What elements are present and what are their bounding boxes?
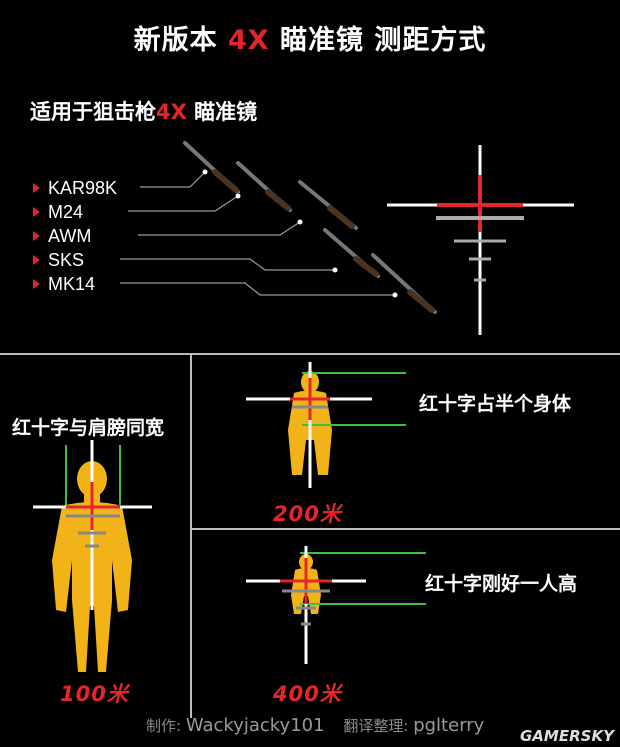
translator-label: 翻译整理:: [343, 717, 409, 735]
weapon-label: KAR98K: [48, 177, 118, 198]
weapon-label: M24: [48, 201, 84, 222]
footer-credits: 制作: Wackyjacky101 翻译整理: pglterry: [146, 715, 484, 736]
top-right-panel-caption: 红十字占半个身体: [419, 393, 572, 415]
weapon-item: SKS: [33, 248, 117, 272]
subtitle: 适用于狙击枪4X 瞄准镜: [30, 96, 257, 126]
panel-divider-vertical: [190, 353, 192, 718]
red-triangle-bullet-icon: [33, 183, 40, 193]
subtitle-prefix: 适用于狙击枪: [30, 100, 156, 124]
weapon-item: M24: [33, 200, 117, 224]
title-prefix: 新版本: [133, 25, 228, 56]
red-triangle-bullet-icon: [33, 279, 40, 289]
title-suffix: 瞄准镜 测距方式: [269, 25, 487, 56]
weapon-label: AWM: [48, 225, 92, 246]
title-highlight: 4X: [227, 25, 270, 56]
bottom-right-panel-caption: 红十字刚好一人高: [425, 573, 578, 595]
bottom-right-panel-distance: 400米: [273, 682, 342, 706]
weapon-label: MK14: [48, 273, 96, 294]
top-right-panel-distance: 200米: [273, 502, 342, 526]
translator-name: pglterry: [413, 715, 485, 736]
left-panel-caption: 红十字与肩膀同宽: [12, 417, 165, 439]
weapon-item: KAR98K: [33, 176, 117, 200]
red-triangle-bullet-icon: [33, 207, 40, 217]
weapon-label: SKS: [48, 249, 85, 270]
subtitle-suffix: 瞄准镜: [186, 100, 258, 124]
left-panel-distance: 100米: [60, 682, 129, 706]
red-triangle-bullet-icon: [33, 231, 40, 241]
weapon-item: MK14: [33, 272, 117, 296]
panel-divider-right: [190, 528, 620, 530]
brand-watermark: GAMERSKY: [520, 727, 614, 745]
weapon-list: KAR98K M24 AWM SKS MK14: [33, 176, 117, 296]
panel-divider-horizontal: [0, 353, 620, 355]
page-title: 新版本 4X 瞄准镜 测距方式: [0, 18, 620, 57]
weapon-item: AWM: [33, 224, 117, 248]
author-name: Wackyjacky101: [185, 715, 325, 736]
red-triangle-bullet-icon: [33, 255, 40, 265]
author-label: 制作:: [146, 717, 182, 735]
subtitle-highlight: 4X: [156, 100, 187, 124]
